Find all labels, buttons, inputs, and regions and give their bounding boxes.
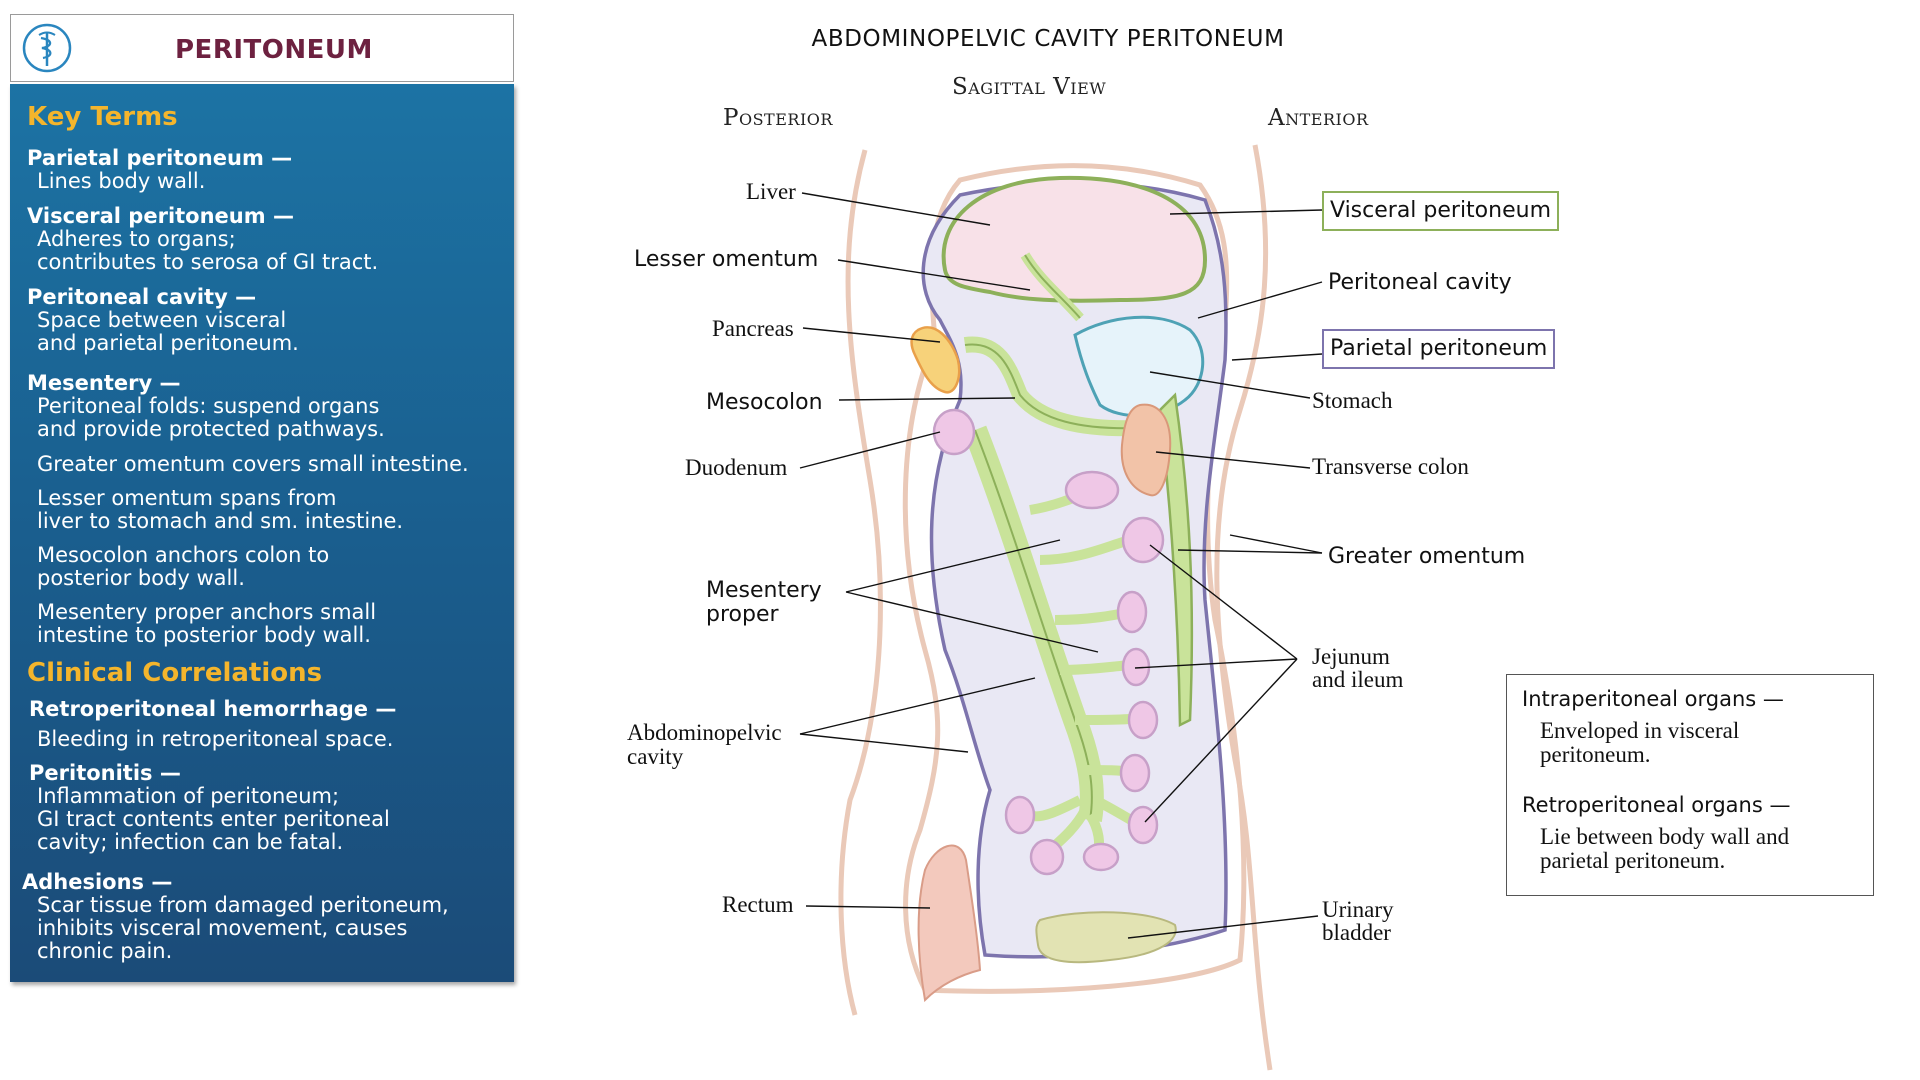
label-jejunum-1: Jejunum (1312, 644, 1390, 669)
label-parietal-peritoneum: Parietal peritoneum (1322, 329, 1556, 369)
def-peritonitis-1: Inflammation of peritoneum; (37, 784, 340, 808)
key-terms-heading: Key Terms (27, 102, 178, 132)
def-peritonitis-2: GI tract contents enter peritoneal (37, 807, 390, 831)
def-adhesions-1: Scar tissue from damaged peritoneum, (37, 893, 449, 917)
clinical-heading: Clinical Correlations (27, 658, 323, 688)
jejunum-ileum-loops (932, 408, 1165, 876)
legend-intraperitoneal-term: Intraperitoneal organs — (1522, 687, 1784, 711)
note-mesocolon-1: Mesocolon anchors colon to (37, 543, 330, 567)
note-mesocolon-2: posterior body wall. (37, 566, 245, 590)
label-pancreas: Pancreas (712, 316, 794, 341)
label-jejunum-2: and ileum (1312, 667, 1404, 692)
note-greater-omentum: Greater omentum covers small intestine. (37, 452, 469, 476)
def-visceral-2: contributes to serosa of GI tract. (37, 250, 379, 274)
label-liver: Liver (746, 179, 796, 204)
label-transverse-colon: Transverse colon (1312, 454, 1469, 479)
note-mesentery-proper-1: Mesentery proper anchors small (37, 600, 377, 624)
label-visceral-peritoneum: Visceral peritoneum (1322, 191, 1559, 231)
def-retro-hemorrhage: Bleeding in retroperitoneal space. (37, 727, 394, 751)
label-abdominopelvic-2: cavity (627, 744, 684, 769)
diagram-title: ABDOMINOPELVIC CAVITY PERITONEUM (811, 26, 1285, 52)
leader-lines (799, 192, 1323, 939)
def-adhesions-2: inhibits visceral movement, causes (37, 916, 408, 940)
greater-omentum-apron (1158, 392, 1194, 728)
legend-intraperitoneal-def-1: Enveloped in visceral (1540, 718, 1740, 743)
term-peritoneal-cavity: Peritoneal cavity — (27, 285, 257, 309)
note-mesentery-proper-2: intestine to posterior body wall. (37, 623, 371, 647)
posterior-label: Posterior (723, 105, 833, 131)
def-peritonitis-3: cavity; infection can be fatal. (37, 830, 344, 854)
anterior-label: Anterior (1268, 105, 1369, 131)
def-parietal: Lines body wall. (37, 169, 206, 193)
term-adhesions: Adhesions — (22, 870, 173, 894)
label-mesentery-proper-1: Mesentery (706, 578, 822, 603)
label-duodenum: Duodenum (685, 455, 788, 480)
term-retro-hemorrhage: Retroperitoneal hemorrhage — (29, 697, 397, 721)
def-mesentery-1: Peritoneal folds: suspend organs (37, 394, 380, 418)
note-lesser-omentum-2: liver to stomach and sm. intestine. (37, 509, 404, 533)
peritoneal-outer-outline (902, 163, 1247, 994)
legend-intraperitoneal-def-2: peritoneum. (1540, 742, 1651, 767)
panel-header: PERITONEUM (10, 14, 514, 82)
label-greater-omentum: Greater omentum (1328, 544, 1526, 569)
lesser-omentum-edge (1024, 254, 1081, 319)
legend-retroperitoneal-def-2: parietal peritoneum. (1540, 848, 1726, 873)
def-visceral-1: Adheres to organs; (37, 227, 236, 251)
def-cavity-1: Space between visceral (37, 308, 287, 332)
label-abdominopelvic-1: Abdominopelvic (627, 720, 782, 745)
mesentery-proper-edge (974, 429, 1093, 821)
transverse-colon-shape (1120, 403, 1172, 497)
label-mesentery-proper-2: proper (706, 602, 779, 627)
liver-shape (941, 175, 1208, 303)
mesocolon-band-edge (964, 343, 1141, 430)
def-mesentery-2: and provide protected pathways. (37, 417, 385, 441)
label-lesser-omentum: Lesser omentum (634, 247, 819, 272)
urinary-bladder-shape (1035, 911, 1177, 964)
pancreas-shape (910, 326, 961, 394)
def-adhesions-3: chronic pain. (37, 939, 173, 963)
term-parietal: Parietal peritoneum — (27, 146, 293, 170)
legend-retroperitoneal-def-1: Lie between body wall and (1540, 824, 1790, 849)
caduceus-logo-icon (22, 23, 72, 73)
term-peritonitis: Peritonitis — (29, 761, 181, 785)
key-terms-panel: Key Terms Parietal peritoneum — Lines bo… (10, 84, 514, 982)
term-visceral: Visceral peritoneum — (27, 204, 294, 228)
label-peritoneal-cavity: Peritoneal cavity (1328, 270, 1512, 295)
label-bladder-1: Urinary (1322, 897, 1394, 922)
rectum-shape (917, 844, 982, 1003)
label-rectum: Rectum (722, 892, 794, 917)
def-cavity-2: and parietal peritoneum. (37, 331, 299, 355)
term-mesentery: Mesentery — (27, 371, 181, 395)
note-lesser-omentum-1: Lesser omentum spans from (37, 486, 337, 510)
panel-title: PERITONEUM (175, 35, 373, 65)
label-bladder-2: bladder (1322, 920, 1391, 945)
stomach-shape (1073, 315, 1205, 418)
label-mesocolon: Mesocolon (706, 390, 823, 415)
label-stomach: Stomach (1312, 388, 1393, 413)
sagittal-view-label: Sagittal View (952, 74, 1107, 100)
body-wall-anterior (1214, 144, 1273, 1071)
legend-retroperitoneal-term: Retroperitoneal organs — (1522, 793, 1791, 817)
body-wall-posterior (838, 149, 883, 1016)
organ-classification-box: Intraperitoneal organs — Enveloped in vi… (1506, 674, 1874, 896)
